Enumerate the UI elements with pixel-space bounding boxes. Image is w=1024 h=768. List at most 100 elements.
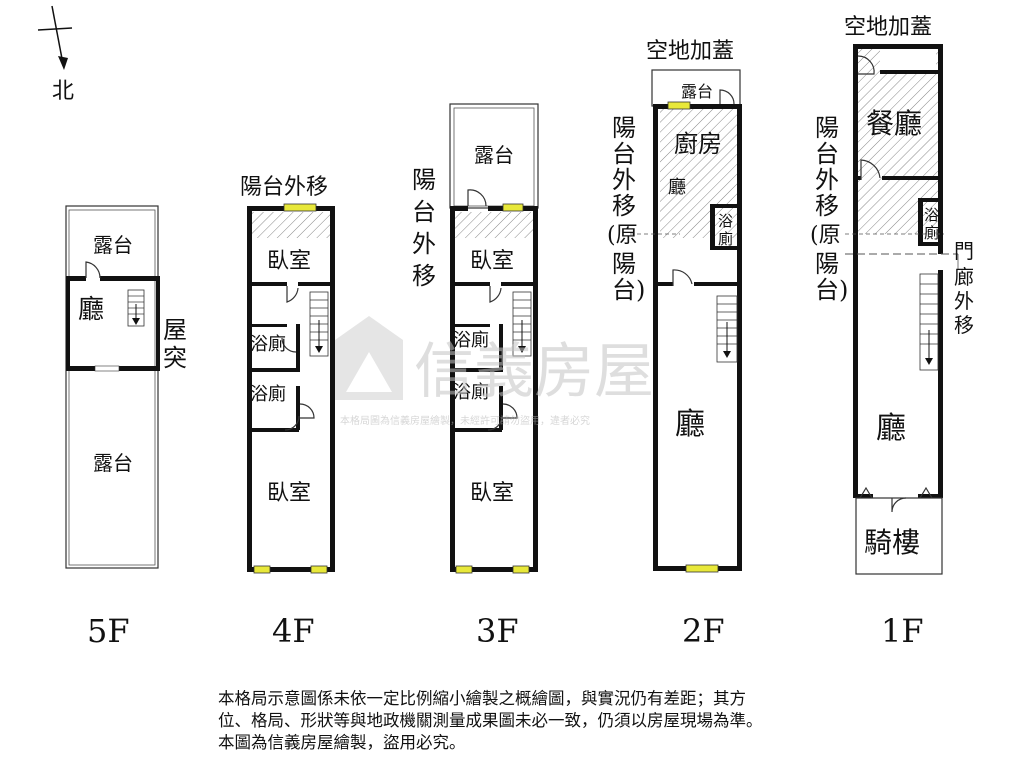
wall [66,278,70,368]
side-note-1F: 陽 台 外 移 (原 陽 台) [810,114,848,304]
floor-header: 陽台外移 [240,175,328,200]
wall [938,44,943,254]
svg-text:外: 外 [612,166,636,194]
svg-text:台): 台) [815,276,848,304]
svg-text:門: 門 [954,239,974,263]
watermark-small-text: 本格局圖為信義房屋繪製，未經許可請勿盜用，違者必究 [340,414,590,427]
svg-text:台): 台) [612,276,645,304]
svg-text:移: 移 [954,313,974,337]
svg-text:陽: 陽 [612,250,636,278]
floor-header: 空地加蓋 [844,15,932,40]
svg-text:陽: 陽 [815,114,839,142]
disclaimer-line: 本格局示意圖係未依一定比例縮小繪製之概繪圖，與實況仍有差距；其方 [218,689,746,708]
floor-4F: 陽台外移 臥室 浴 [240,175,335,650]
floor-label-1F: 1F [881,612,924,650]
floor-header: 空地加蓋 [646,39,734,64]
arcade-outline [855,497,943,575]
window [512,565,530,574]
wall [737,104,742,570]
room-label: 臥室 [267,249,311,274]
svg-text:外: 外 [954,289,974,313]
wall [330,206,335,572]
room-label: 露台 [93,451,133,475]
svg-text:台: 台 [612,140,636,168]
window [455,565,473,574]
disclaimer: 本格局示意圖係未依一定比例縮小繪製之概繪圖，與實況仍有差距；其方 位、格局、形狀… [218,688,918,754]
svg-text:陽: 陽 [612,114,636,142]
compass: 北 [37,5,74,104]
room-label: 浴 [718,212,733,230]
stair-icon [716,295,738,363]
wall [450,206,455,572]
svg-text:台: 台 [815,140,839,168]
floor-label-4F: 4F [272,612,315,650]
svg-text:外: 外 [412,230,436,258]
window [502,203,524,212]
floor-label-5F: 5F [87,612,130,650]
annotation: 突 [163,344,187,372]
room-label: 廳 [675,407,705,442]
svg-text:廊: 廊 [954,265,974,289]
brand-logo-icon [335,316,403,400]
disclaimer-line: 本圖為信義房屋繪製，盜用必究。 [218,733,466,752]
wall [938,270,943,498]
room-label: 廚房 [674,130,722,158]
svg-text:移: 移 [612,192,636,220]
room-label: 露台 [681,82,713,101]
room-label: 廁 [924,224,939,242]
svg-text:陽: 陽 [815,250,839,278]
watermark: 信義房屋 本格局圖為信義房屋繪製，未經許可請勿盜用，違者必究 [335,316,654,427]
annotation: 屋 [163,316,187,344]
side-note-1F-porch: 門 廊 外 移 [954,239,974,337]
stair-icon [512,291,532,357]
room-label: 露台 [474,143,514,167]
wall [247,206,252,572]
room-label: 浴廁 [453,329,489,351]
stair-icon [919,273,939,371]
room-label: 臥室 [470,481,514,506]
room-label: 騎樓 [864,526,920,559]
room-label: 餐廳 [866,107,922,140]
svg-text:台: 台 [412,198,436,226]
floor-3F: 露台 臥室 浴廁 浴廁 臥室 陽 台 外 移 3F [412,103,539,650]
wall [156,278,160,368]
side-note-3F: 陽 台 外 移 [412,166,436,290]
wall [653,104,658,570]
room-label: 浴廁 [250,333,286,355]
floor-5F-outline [65,205,159,569]
svg-text:移: 移 [815,192,839,220]
svg-text:移: 移 [412,262,436,290]
side-note-2F: 陽 台 外 移 (原 陽 台) [607,114,645,304]
svg-text:外: 外 [815,166,839,194]
svg-text:陽: 陽 [412,166,436,194]
room-label: 露台 [93,233,133,257]
watermark-brand: 信義房屋 [414,337,654,407]
svg-text:(原: (原 [810,223,841,248]
room-label: 廳 [876,411,906,446]
wall [533,206,538,572]
floor-2F: 空地加蓋 露台 廚房 廳 浴 廁 [607,39,742,650]
room-label: 臥室 [470,249,514,274]
room-label: 臥室 [267,481,311,506]
window [283,203,317,212]
floor-label-2F: 2F [682,612,725,650]
room-label: 廁 [718,230,733,248]
room-label: 浴 [924,206,939,224]
room-label: 廳 [668,177,686,198]
stair-icon [309,291,329,357]
window [253,565,271,574]
compass-north-label: 北 [52,79,74,104]
window [310,565,328,574]
window [685,564,719,573]
floor-1F: 空地加蓋 [810,15,974,650]
room-label: 廳 [78,295,104,325]
wall [853,44,858,498]
floor-5F: 露台 廳 露台 屋 突 5F [65,205,187,650]
floor-label-3F: 3F [476,612,519,650]
stair-icon [127,289,145,327]
room-label: 浴廁 [250,383,286,405]
window [667,101,691,110]
disclaimer-line: 位、格局、形狀等與地政機關測量成果圖未必一致，仍須以房屋現場為準。 [218,711,763,730]
svg-text:(原: (原 [607,223,638,248]
